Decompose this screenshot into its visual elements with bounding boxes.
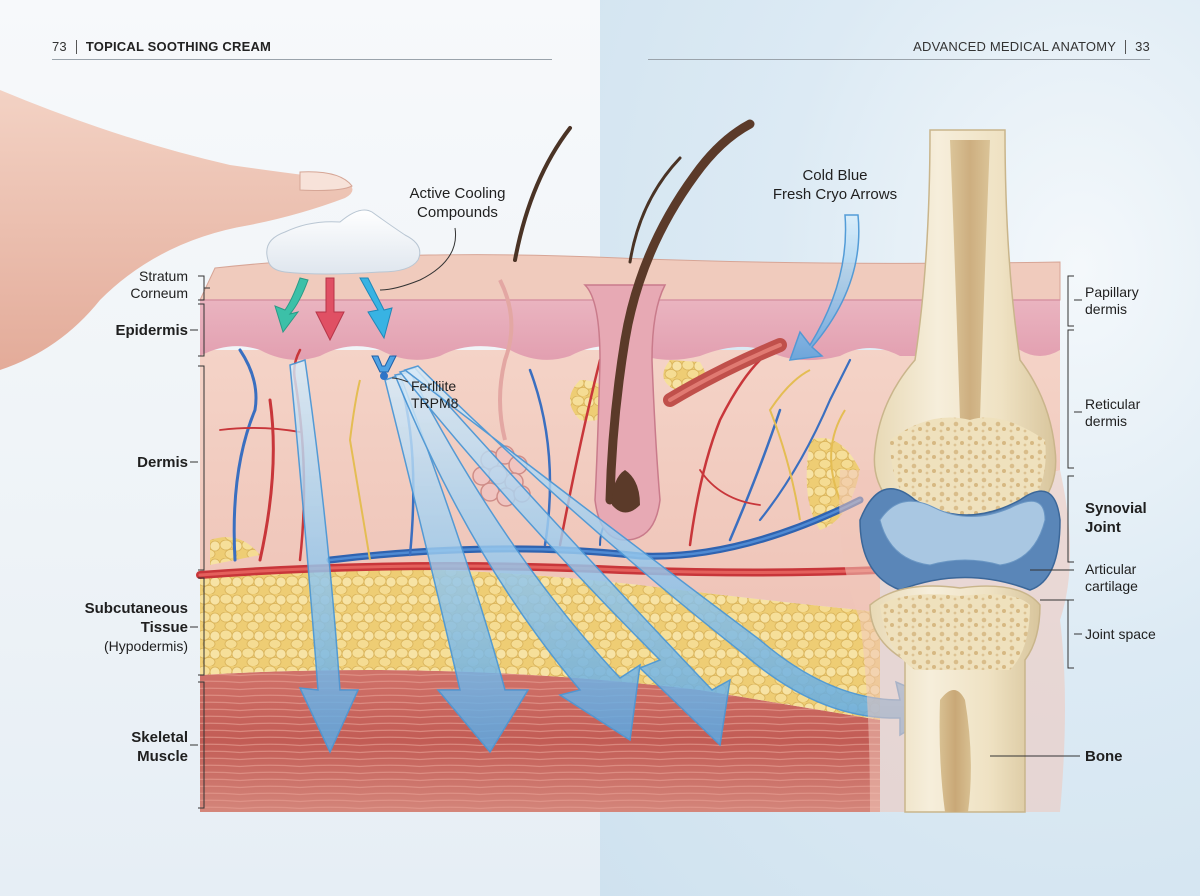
finger-with-cream xyxy=(0,90,421,370)
cold-arrow-3 xyxy=(393,371,641,742)
label-skeletal-muscle: Skeletal Muscle xyxy=(131,729,188,765)
cold-arrow-surface xyxy=(788,214,860,361)
surface-hairs xyxy=(513,126,682,264)
hair-follicle xyxy=(583,119,787,541)
articular-cartilage xyxy=(879,500,1046,566)
trpm8-receptor xyxy=(371,355,397,380)
label-bone: Bone xyxy=(1085,748,1123,765)
header-left: 73 TOPICAL SOOTHING CREAM xyxy=(52,38,552,60)
leader-lines xyxy=(190,227,1082,809)
left-page-number: 73 xyxy=(52,39,67,54)
label-reticular-dermis: Reticular dermis xyxy=(1085,396,1141,429)
left-running-title: TOPICAL SOOTHING CREAM xyxy=(85,39,272,54)
header-separator xyxy=(75,39,77,54)
label-articular-cartilage: Articular cartilage xyxy=(1085,561,1138,594)
callout-active-cooling-compounds: Active Cooling Compounds xyxy=(409,185,506,221)
callout-cold-cryo-arrows: Cold Blue Fresh Cryo Arrows xyxy=(772,167,898,203)
callout-trpm8: Ferlliite TRPM8 xyxy=(411,378,459,411)
label-subcutaneous-tissue: Subcutaneous Tissue xyxy=(84,600,188,636)
cream-penetration-arrows xyxy=(274,277,393,342)
label-papillary-dermis: Papillary dermis xyxy=(1085,284,1139,317)
right-page-number: 33 xyxy=(1135,39,1150,54)
label-joint-space: Joint space xyxy=(1085,626,1156,642)
label-epidermis: Epidermis xyxy=(115,322,188,339)
right-running-title: ADVANCED MEDICAL ANATOMY xyxy=(913,39,1117,54)
label-dermis: Dermis xyxy=(137,454,188,471)
nerve-fibers xyxy=(348,369,846,561)
fingernail xyxy=(299,171,353,191)
cold-cryo-arrows xyxy=(289,214,952,754)
cold-arrow-1 xyxy=(289,359,360,754)
cold-arrow-4 xyxy=(398,367,731,747)
finger-shape xyxy=(0,90,353,370)
header-right: ADVANCED MEDICAL ANATOMY 33 xyxy=(648,38,1150,60)
header-separator xyxy=(1125,39,1127,54)
label-synovial-joint: Synovial Joint xyxy=(1085,500,1147,536)
label-hypodermis: (Hypodermis) xyxy=(103,638,188,654)
label-stratum-corneum: Stratum Corneum xyxy=(130,268,188,301)
cream-dollop xyxy=(266,209,421,275)
synovial-joint xyxy=(839,129,1070,813)
cold-arrow-2 xyxy=(384,374,530,754)
